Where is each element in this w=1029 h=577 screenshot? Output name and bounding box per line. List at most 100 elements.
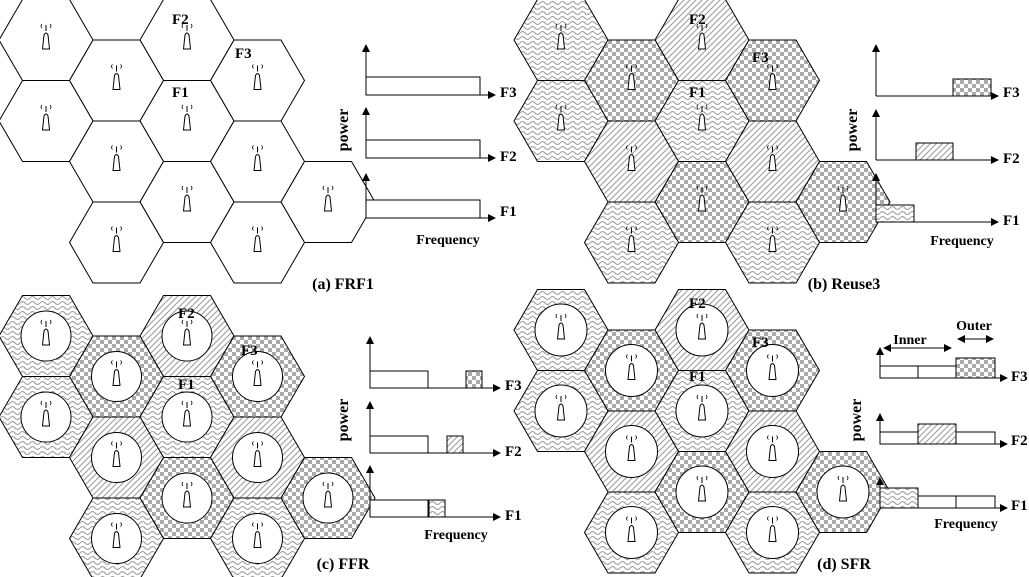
- cell-f1: [724, 201, 821, 284]
- base-station-icon: [767, 226, 778, 252]
- band-label-f2: F2: [505, 444, 522, 460]
- band-label-f2: F2: [1003, 151, 1020, 167]
- base-station-icon: [626, 516, 637, 542]
- base-station-icon: [626, 145, 637, 171]
- cell-label-f3: F3: [752, 50, 769, 66]
- cell-f3: [280, 457, 376, 539]
- spectrum-bar: [369, 370, 429, 389]
- base-station-icon: [40, 319, 52, 346]
- cell-f1: [209, 497, 306, 577]
- cell-f1: [209, 201, 306, 284]
- base-station-icon: [181, 319, 193, 346]
- spectrum-bar: [875, 204, 915, 223]
- cell-label-f1: F1: [172, 85, 189, 101]
- base-station-icon: [555, 313, 567, 340]
- base-station-icon: [767, 145, 778, 171]
- cell-f1: [583, 201, 680, 284]
- frequency-axis-label: Frequency: [934, 517, 998, 532]
- base-station-icon: [322, 481, 334, 508]
- base-station-icon: [111, 522, 122, 548]
- outer-label: Outer: [956, 319, 992, 334]
- base-station-icon: [252, 522, 263, 548]
- base-station-icon: [40, 104, 52, 131]
- caption-a: (a) FRF1: [312, 276, 374, 293]
- base-station-icon: [555, 394, 567, 421]
- cell-f1: [654, 370, 750, 452]
- cell-label-f2: F2: [172, 12, 189, 28]
- spectrum-bar: [428, 499, 446, 518]
- panel-sfr: [513, 289, 1008, 574]
- cell-f1: [0, 295, 94, 377]
- spectrum-bar: [915, 142, 954, 161]
- cell-f2: [139, 295, 235, 377]
- base-station-icon: [767, 516, 778, 542]
- band-label-f3: F3: [505, 378, 522, 394]
- cell-label-f2: F2: [178, 306, 195, 322]
- caption-b: (b) Reuse3: [808, 276, 880, 293]
- cell-f1: [68, 497, 165, 577]
- cell-label-f3: F3: [241, 343, 258, 359]
- base-station-icon: [181, 104, 193, 131]
- cell-f2: [654, 289, 750, 371]
- base-station-icon: [767, 354, 778, 380]
- spectrum-bar: [955, 357, 996, 379]
- base-station-icon: [555, 104, 567, 131]
- band-label-f1: F1: [1003, 213, 1020, 229]
- base-station-icon: [111, 64, 122, 90]
- base-station-icon: [111, 145, 122, 171]
- base-station-icon: [252, 64, 263, 90]
- cell-f2: [583, 410, 680, 493]
- spectrum-bar: [365, 199, 481, 219]
- base-station-icon: [322, 185, 334, 212]
- cell-f1: [513, 370, 609, 452]
- cell-f3: [795, 451, 891, 533]
- spectrum-bar: [917, 495, 957, 509]
- frequency-axis-label: Frequency: [416, 233, 480, 248]
- band-label-f2: F2: [1011, 433, 1028, 449]
- base-station-icon: [181, 400, 193, 427]
- panel-ffr: [0, 295, 501, 577]
- spectrum-bar: [879, 365, 919, 379]
- spectrum-bar: [369, 435, 429, 454]
- spectrum-bar: [917, 365, 957, 379]
- cell-f3: [724, 329, 821, 412]
- power-axis-label: power: [844, 109, 861, 152]
- base-station-icon: [181, 481, 193, 508]
- spectrum-bar: [446, 435, 464, 454]
- frequency-axis-label: Frequency: [930, 234, 994, 249]
- power-axis-label: power: [335, 109, 352, 152]
- panel-frf1: [0, 0, 496, 284]
- cell-f1: [724, 491, 821, 574]
- power-axis-label: power: [848, 399, 865, 442]
- base-station-icon: [837, 185, 849, 212]
- spectrum-bar: [955, 431, 996, 445]
- base-station-icon: [626, 435, 637, 461]
- cell-f2: [209, 416, 306, 499]
- cell-label-f2: F2: [689, 296, 706, 312]
- cell-f2: [68, 416, 165, 499]
- base-station-icon: [626, 226, 637, 252]
- base-station-icon: [111, 441, 122, 467]
- base-station-icon: [252, 441, 263, 467]
- base-station-icon: [252, 360, 263, 386]
- base-station-icon: [767, 435, 778, 461]
- base-station-icon: [837, 475, 849, 502]
- cell-label-f2: F2: [689, 12, 706, 28]
- base-station-icon: [252, 226, 263, 252]
- base-station-icon: [555, 23, 567, 50]
- band-label-f3: F3: [1003, 85, 1020, 101]
- spectrum-bar: [369, 499, 429, 518]
- base-station-icon: [626, 64, 637, 90]
- spectrum-bar: [365, 139, 481, 159]
- base-station-icon: [767, 64, 778, 90]
- caption-d: (d) SFR: [817, 556, 871, 573]
- cell-f1: [68, 201, 165, 284]
- spectrum-bar: [879, 487, 919, 509]
- cell-f1: [139, 376, 235, 458]
- spectrum-bar: [465, 370, 483, 389]
- cell-label-f3: F3: [235, 46, 252, 62]
- spectrum-bar: [952, 78, 992, 97]
- spectrum-bar: [879, 431, 919, 445]
- cell-f1: [583, 491, 680, 574]
